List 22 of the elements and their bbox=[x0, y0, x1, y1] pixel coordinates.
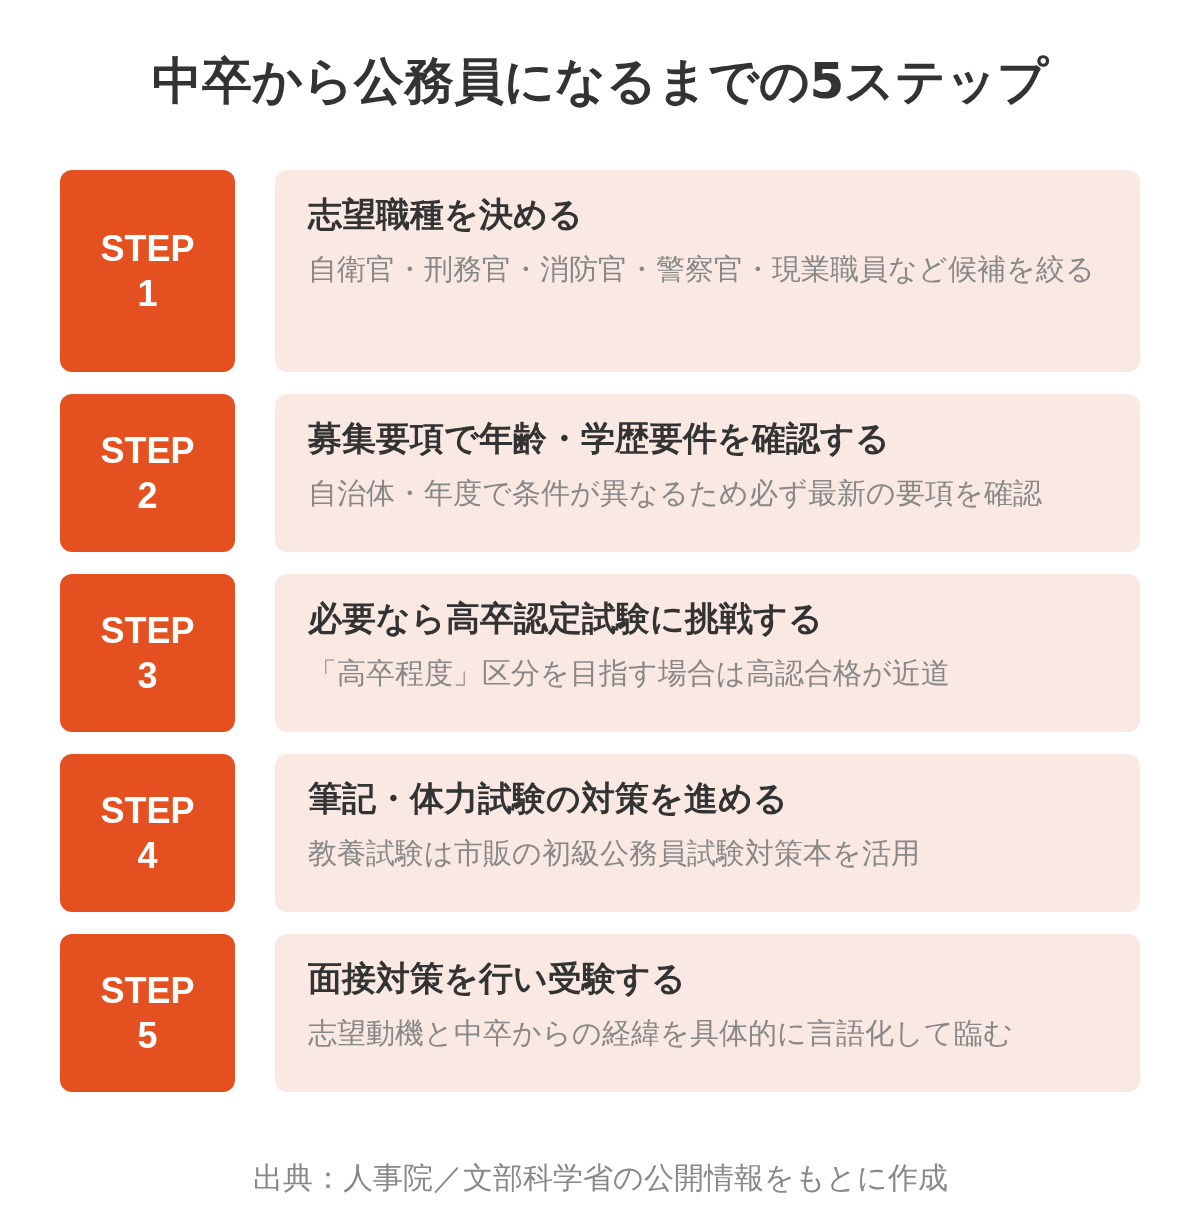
step-card bbox=[275, 170, 1140, 372]
step-heading: 筆記・体力試験の対策を進める bbox=[308, 777, 788, 820]
step-badge: STEP 1 bbox=[60, 170, 235, 372]
step-card bbox=[275, 394, 1140, 552]
step-heading: 面接対策を行い受験する bbox=[308, 957, 686, 1000]
step-description: 教養試験は市販の初級公務員試験対策本を活用 bbox=[308, 835, 921, 873]
step-description: 自治体・年度で条件が異なるため必ず最新の要項を確認 bbox=[308, 475, 1043, 513]
source-note: 出典：人事院／文部科学省の公開情報をもとに作成 bbox=[251, 1159, 949, 1197]
step-badge: STEP 5 bbox=[60, 934, 235, 1092]
step-badge: STEP 4 bbox=[60, 754, 235, 912]
step-badge: STEP 2 bbox=[60, 394, 235, 552]
step-card bbox=[275, 934, 1140, 1092]
title: 中卒から公務員になるまでの5ステップ bbox=[150, 51, 1050, 112]
step-description: 「高卒程度」区分を目指す場合は高認合格が近道 bbox=[308, 655, 951, 693]
step-heading: 志望職種を決める bbox=[308, 193, 583, 236]
step-description: 自衛官・刑務官・消防官・警察官・現業職員など候補を絞る bbox=[308, 251, 1096, 289]
step-badge: STEP 3 bbox=[60, 574, 235, 732]
step-card bbox=[275, 574, 1140, 732]
step-heading: 必要なら高卒認定試験に挑戦する bbox=[308, 597, 823, 640]
step-description: 志望動機と中卒からの経緯を具体的に言語化して臨む bbox=[308, 1015, 1014, 1053]
step-card bbox=[275, 754, 1140, 912]
step-heading: 募集要項で年齢・学歴要件を確認する bbox=[308, 417, 890, 460]
